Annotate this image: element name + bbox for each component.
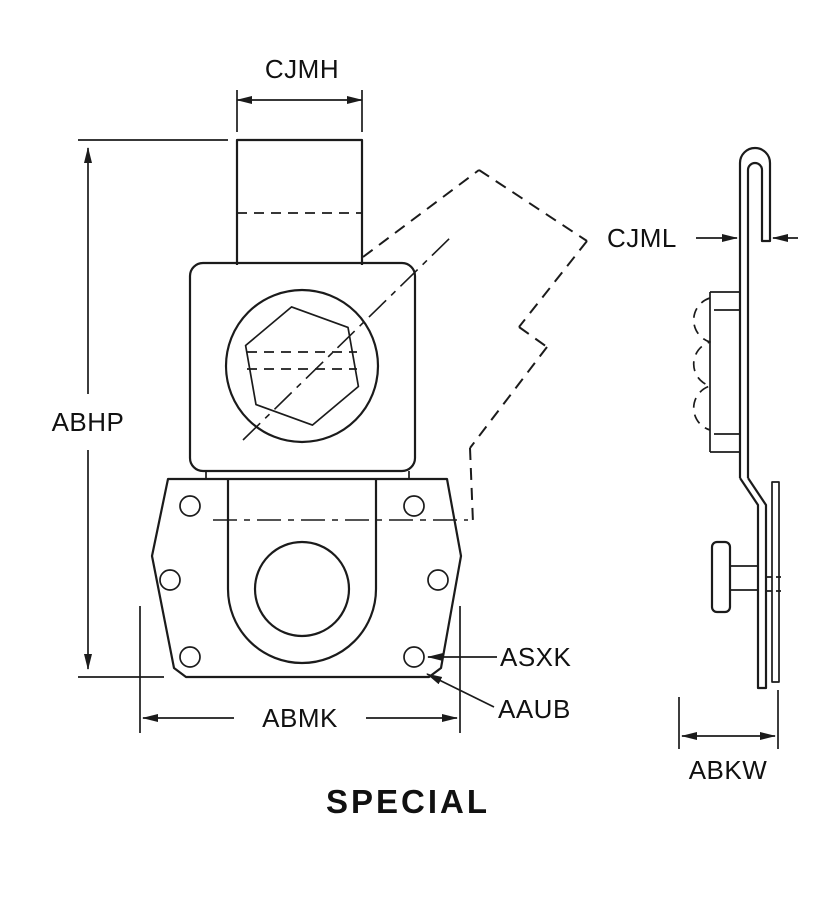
shaft-outline (235, 138, 364, 265)
u-slot-outline (226, 479, 378, 665)
dim-label-abkw: ABKW (689, 755, 768, 785)
mounting-hole-top-left (179, 495, 201, 517)
drawing-caption: SPECIAL (326, 783, 490, 820)
phantom-arm-tail (469, 447, 474, 524)
pivot-boss-circle (253, 540, 351, 638)
mounting-hole-mid-left (159, 569, 181, 591)
mounting-hole-top-right (403, 495, 425, 517)
spring-washers-hidden (692, 297, 711, 431)
bore-circle (224, 288, 380, 444)
callout-label-aaub: AAUB (498, 694, 571, 724)
phantom-arm-edge-right-lower (469, 346, 548, 449)
callout-label-asxk: ASXK (500, 642, 572, 672)
dim-label-abmk: ABMK (262, 703, 338, 733)
dim-label-cjml: CJML (607, 223, 677, 253)
aaub-leader-line (426, 673, 495, 708)
hook-profile (738, 146, 772, 478)
lower-strip-profile (739, 477, 768, 690)
dim-label-cjmh: CJMH (265, 54, 339, 84)
mounting-hole-bottom-left (179, 646, 201, 668)
phantom-arm-edge-right-upper (518, 240, 588, 328)
body-outline (188, 261, 417, 473)
mounting-hole-bottom-right (403, 646, 425, 668)
knob-tab (710, 540, 732, 614)
diagonal-centerline (242, 235, 453, 441)
front-view: CJMH ABHP ABMK ASXK AAUB (52, 54, 588, 733)
phantom-arm-shoulder (518, 326, 548, 348)
phantom-arm-end (478, 169, 588, 242)
back-plate-profile (771, 481, 780, 683)
hex-nut-outline (244, 306, 360, 426)
phantom-arm-edge-left (362, 169, 480, 258)
dim-label-abhp: ABHP (52, 407, 125, 437)
side-view: CJML ABKW (607, 146, 798, 785)
mounting-hole-mid-right (427, 569, 449, 591)
